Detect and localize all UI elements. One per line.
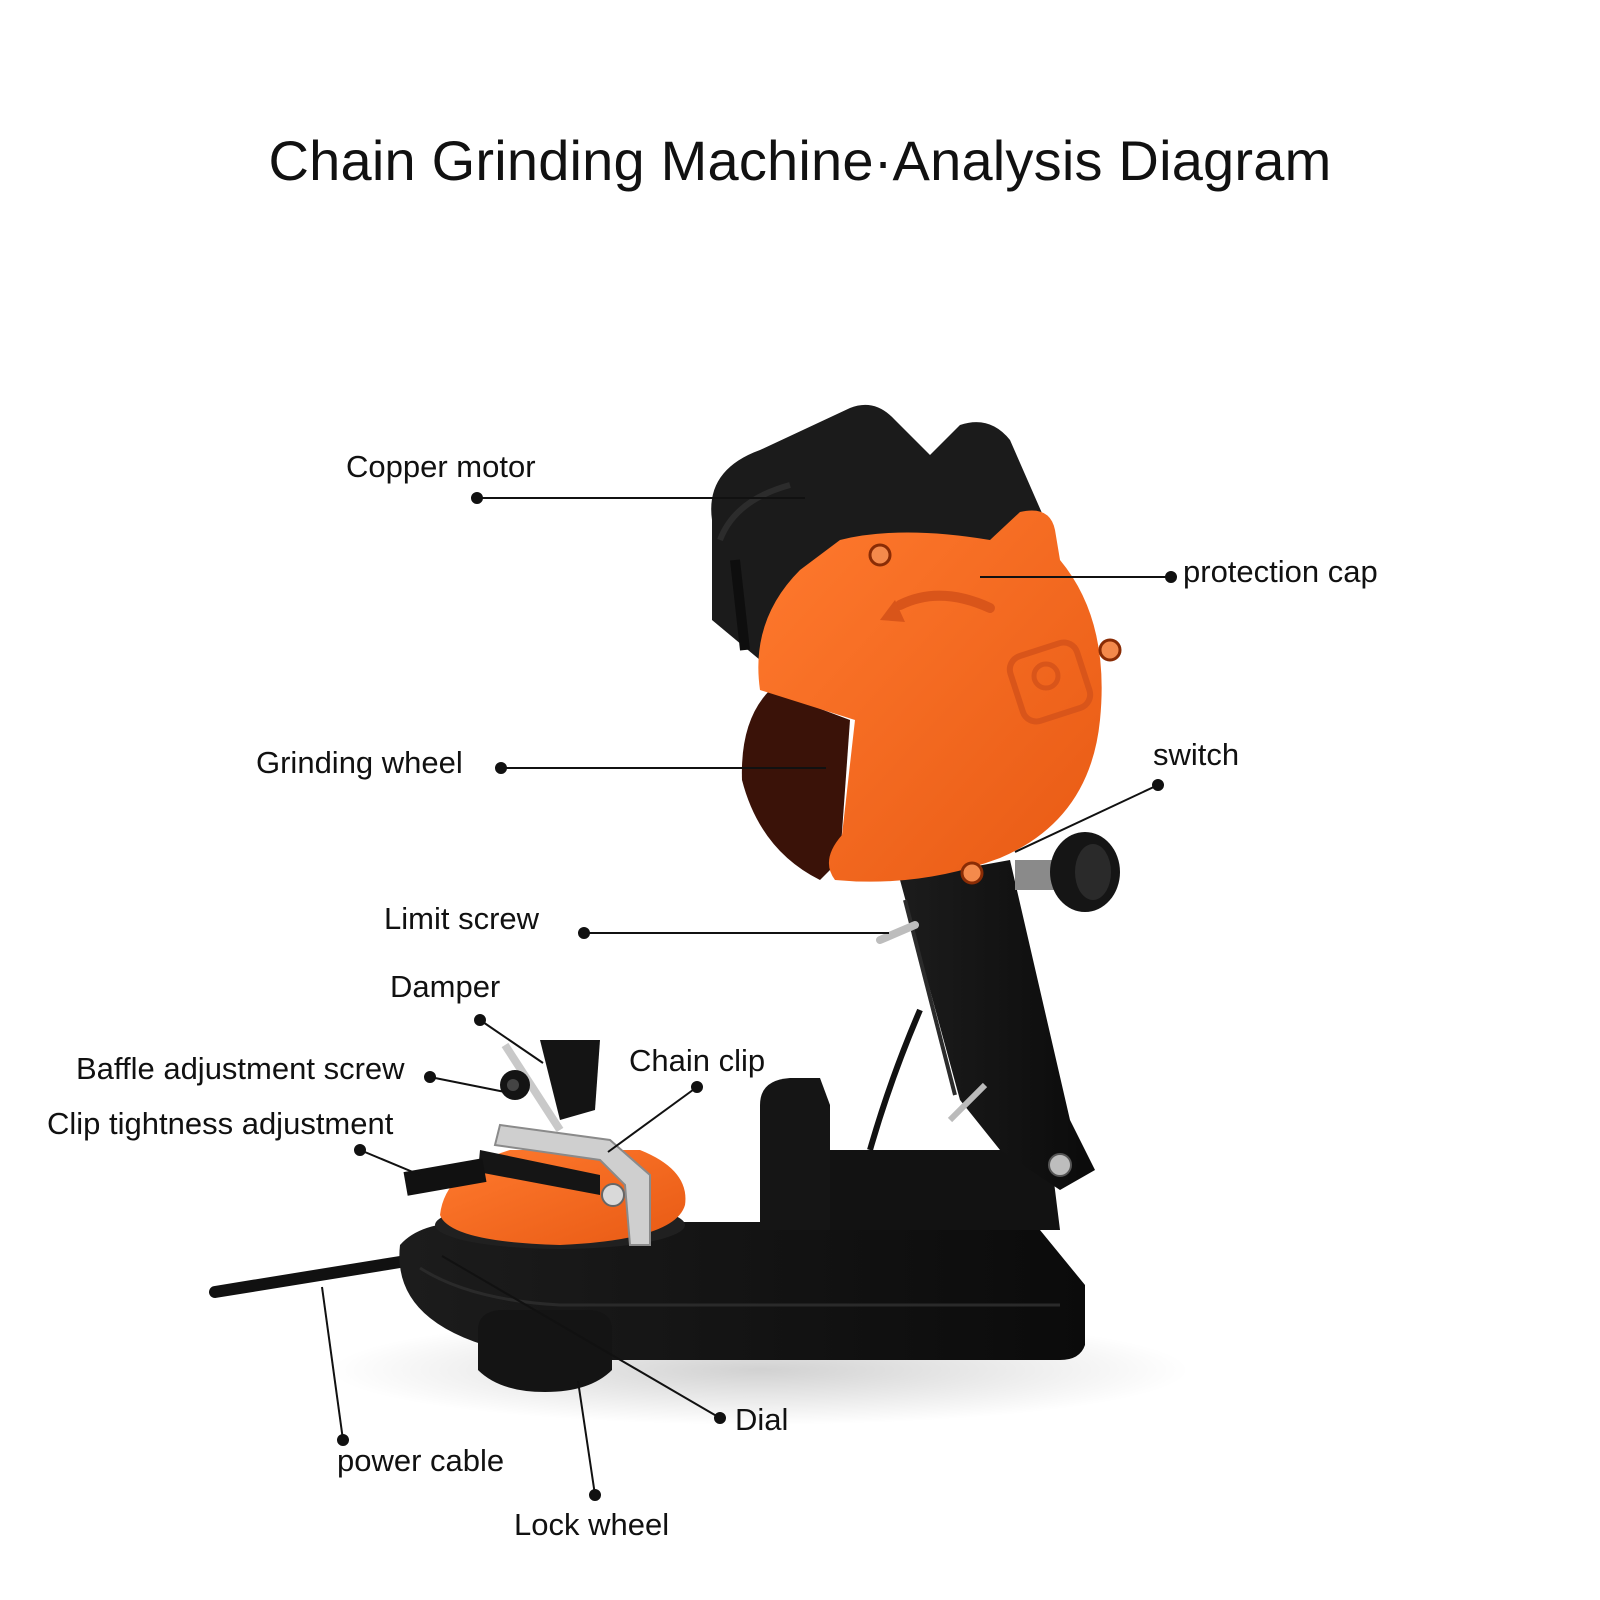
label-lock-wheel: Lock wheel [514,1507,670,1542]
label-baffle-adjustment-screw: Baffle adjustment screw [76,1051,405,1086]
label-switch: switch [1153,737,1240,772]
diagram-title: Chain Grinding Machine·Analysis Diagram [268,129,1332,192]
label-grinding-wheel: Grinding wheel [256,745,463,780]
chain-clip-shape [493,1123,651,1246]
column-arm [900,860,1095,1190]
label-protection-cap: protection cap [1183,554,1378,589]
label-clip-tightness-adjustment: Clip tightness adjustment [47,1106,394,1141]
label-chain-clip: Chain clip [629,1043,766,1078]
label-damper: Damper [390,969,501,1004]
leader-lines [321,492,1177,1501]
label-dial: Dial [735,1402,789,1437]
grinding-wheel-shape [741,690,850,880]
protection-cap-shape [758,510,1102,882]
label-copper-motor: Copper motor [346,449,536,484]
lock-wheel-shape [478,1310,612,1392]
label-limit-screw: Limit screw [384,901,540,936]
label-power-cable: power cable [337,1443,505,1478]
power-cable-shape [209,1256,406,1298]
damper-shape [540,1040,600,1120]
